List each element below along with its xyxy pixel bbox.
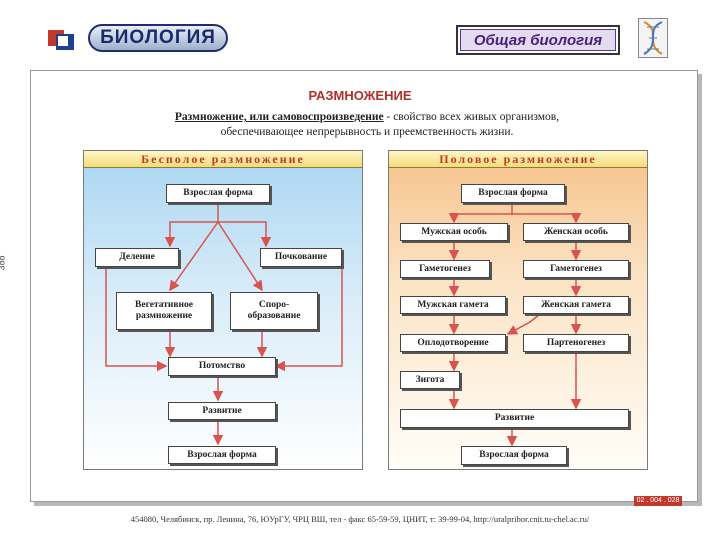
asexual-spore: Споро-образование: [230, 292, 318, 330]
sexual-development: Развитие: [400, 409, 629, 428]
sexual-gametogenesis-female: Гаметогенез: [523, 260, 629, 278]
definition-text: Размножение, или самовоспроизведение - с…: [112, 110, 622, 140]
asexual-offspring: Потомство: [168, 357, 276, 376]
asexual-adult-bottom: Взрослая форма: [168, 446, 276, 464]
sexual-male: Мужская особь: [400, 223, 508, 241]
logo-title: БИОЛОГИЯ: [88, 24, 228, 52]
footer-address: 454080, Челябинск, пр. Ленина, 76, ЮУрГУ…: [130, 514, 590, 524]
sexual-adult-top: Взрослая форма: [461, 184, 565, 203]
asexual-adult-top: Взрослая форма: [166, 184, 270, 203]
asexual-division: Деление: [95, 248, 179, 267]
sexual-adult-bottom: Взрослая форма: [461, 446, 567, 465]
section-badge: Общая биология: [456, 25, 620, 55]
slide-code: 02 . 004 . 028: [634, 496, 682, 506]
asexual-heading: Бесполое размножение: [84, 151, 362, 168]
side-page-number: 388: [0, 255, 7, 271]
dna-icon: [638, 18, 668, 58]
definition-term: Размножение, или самовоспроизведение: [174, 111, 384, 123]
definition-line2: обеспечивающее непрерывность и преемстве…: [220, 126, 514, 138]
definition-rest: - свойство всех живых организмов,: [383, 111, 560, 123]
sexual-gametogenesis-male: Гаметогенез: [400, 260, 490, 278]
logo-icon: [48, 30, 74, 50]
asexual-budding: Почкование: [260, 248, 342, 267]
sexual-zygote: Зигота: [400, 371, 460, 389]
sexual-fertilization: Оплодотворение: [400, 334, 506, 352]
asexual-vegetative: Вегетативное размножение: [116, 292, 212, 330]
sexual-male-gamete: Мужская гамета: [400, 296, 506, 314]
section-badge-label: Общая биология: [460, 29, 616, 51]
page-title: РАЗМНОЖЕНИЕ: [308, 88, 412, 103]
asexual-development: Развитие: [168, 402, 276, 420]
sexual-female-gamete: Женская гамета: [523, 296, 629, 314]
sexual-heading: Половое размножение: [389, 151, 647, 168]
sexual-parthenogenesis: Партеногенез: [523, 334, 629, 352]
sexual-female: Женская особь: [523, 223, 629, 241]
